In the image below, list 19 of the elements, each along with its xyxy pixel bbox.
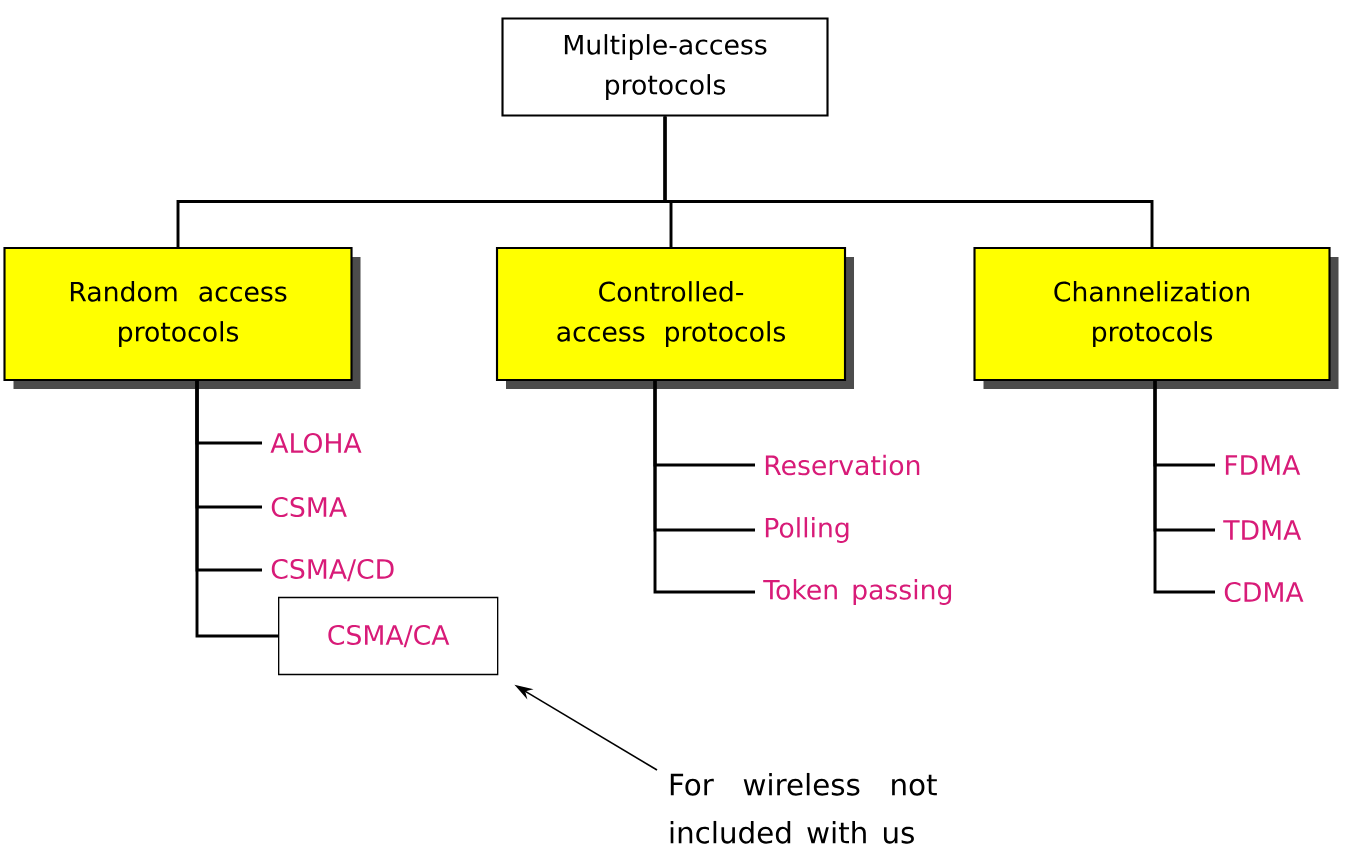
category-box: Random access protocols bbox=[3, 246, 361, 389]
connector-line bbox=[653, 381, 755, 594]
protocol-label: ALOHA bbox=[270, 432, 362, 454]
category-box: Controlled-access protocols bbox=[495, 246, 854, 389]
connector-line bbox=[195, 381, 278, 638]
protocol-label: CDMA bbox=[1224, 581, 1304, 603]
connector-line bbox=[1153, 381, 1215, 594]
protocol-label: FDMA bbox=[1225, 455, 1301, 475]
root-box: Multiple-access protocols bbox=[501, 17, 829, 117]
connector-line bbox=[663, 116, 1154, 247]
highlight-box: CSMA/CA bbox=[278, 596, 499, 676]
protocol-label: CSMA bbox=[271, 496, 347, 518]
note-text: For wireless not included with us bbox=[670, 772, 937, 844]
protocol-label: Reservation bbox=[765, 454, 920, 476]
protocol-label: Polling bbox=[765, 517, 849, 543]
protocol-label: TDMA bbox=[1223, 520, 1302, 540]
protocol-label: CSMA/CD bbox=[271, 558, 394, 582]
protocol-label: Token passing bbox=[763, 579, 952, 605]
category-box: Channelization protocols bbox=[973, 246, 1339, 389]
